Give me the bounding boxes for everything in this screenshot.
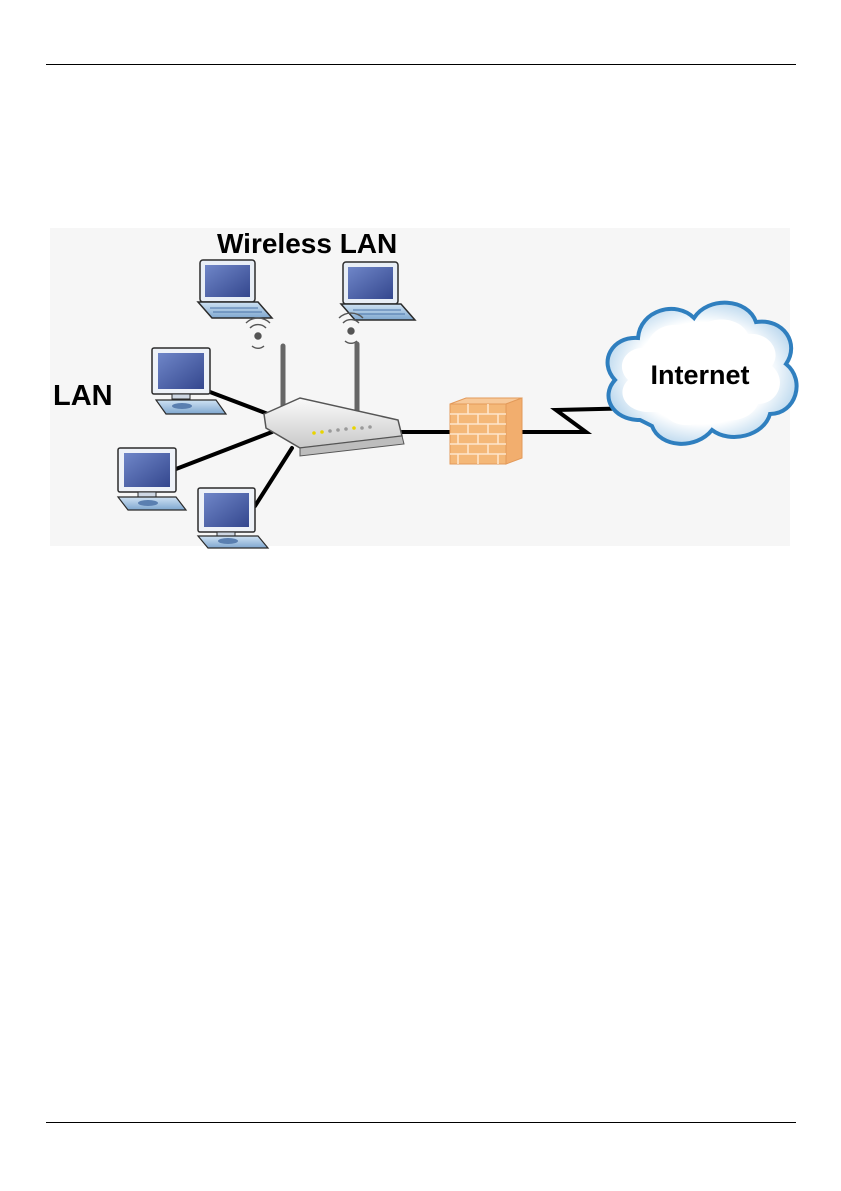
wireless-lan-label: Wireless LAN <box>217 228 397 259</box>
desktop-computer-icon <box>118 448 186 510</box>
firewall-icon <box>450 398 522 464</box>
internet-label: Internet <box>650 360 749 390</box>
lan-label: LAN <box>53 380 113 412</box>
